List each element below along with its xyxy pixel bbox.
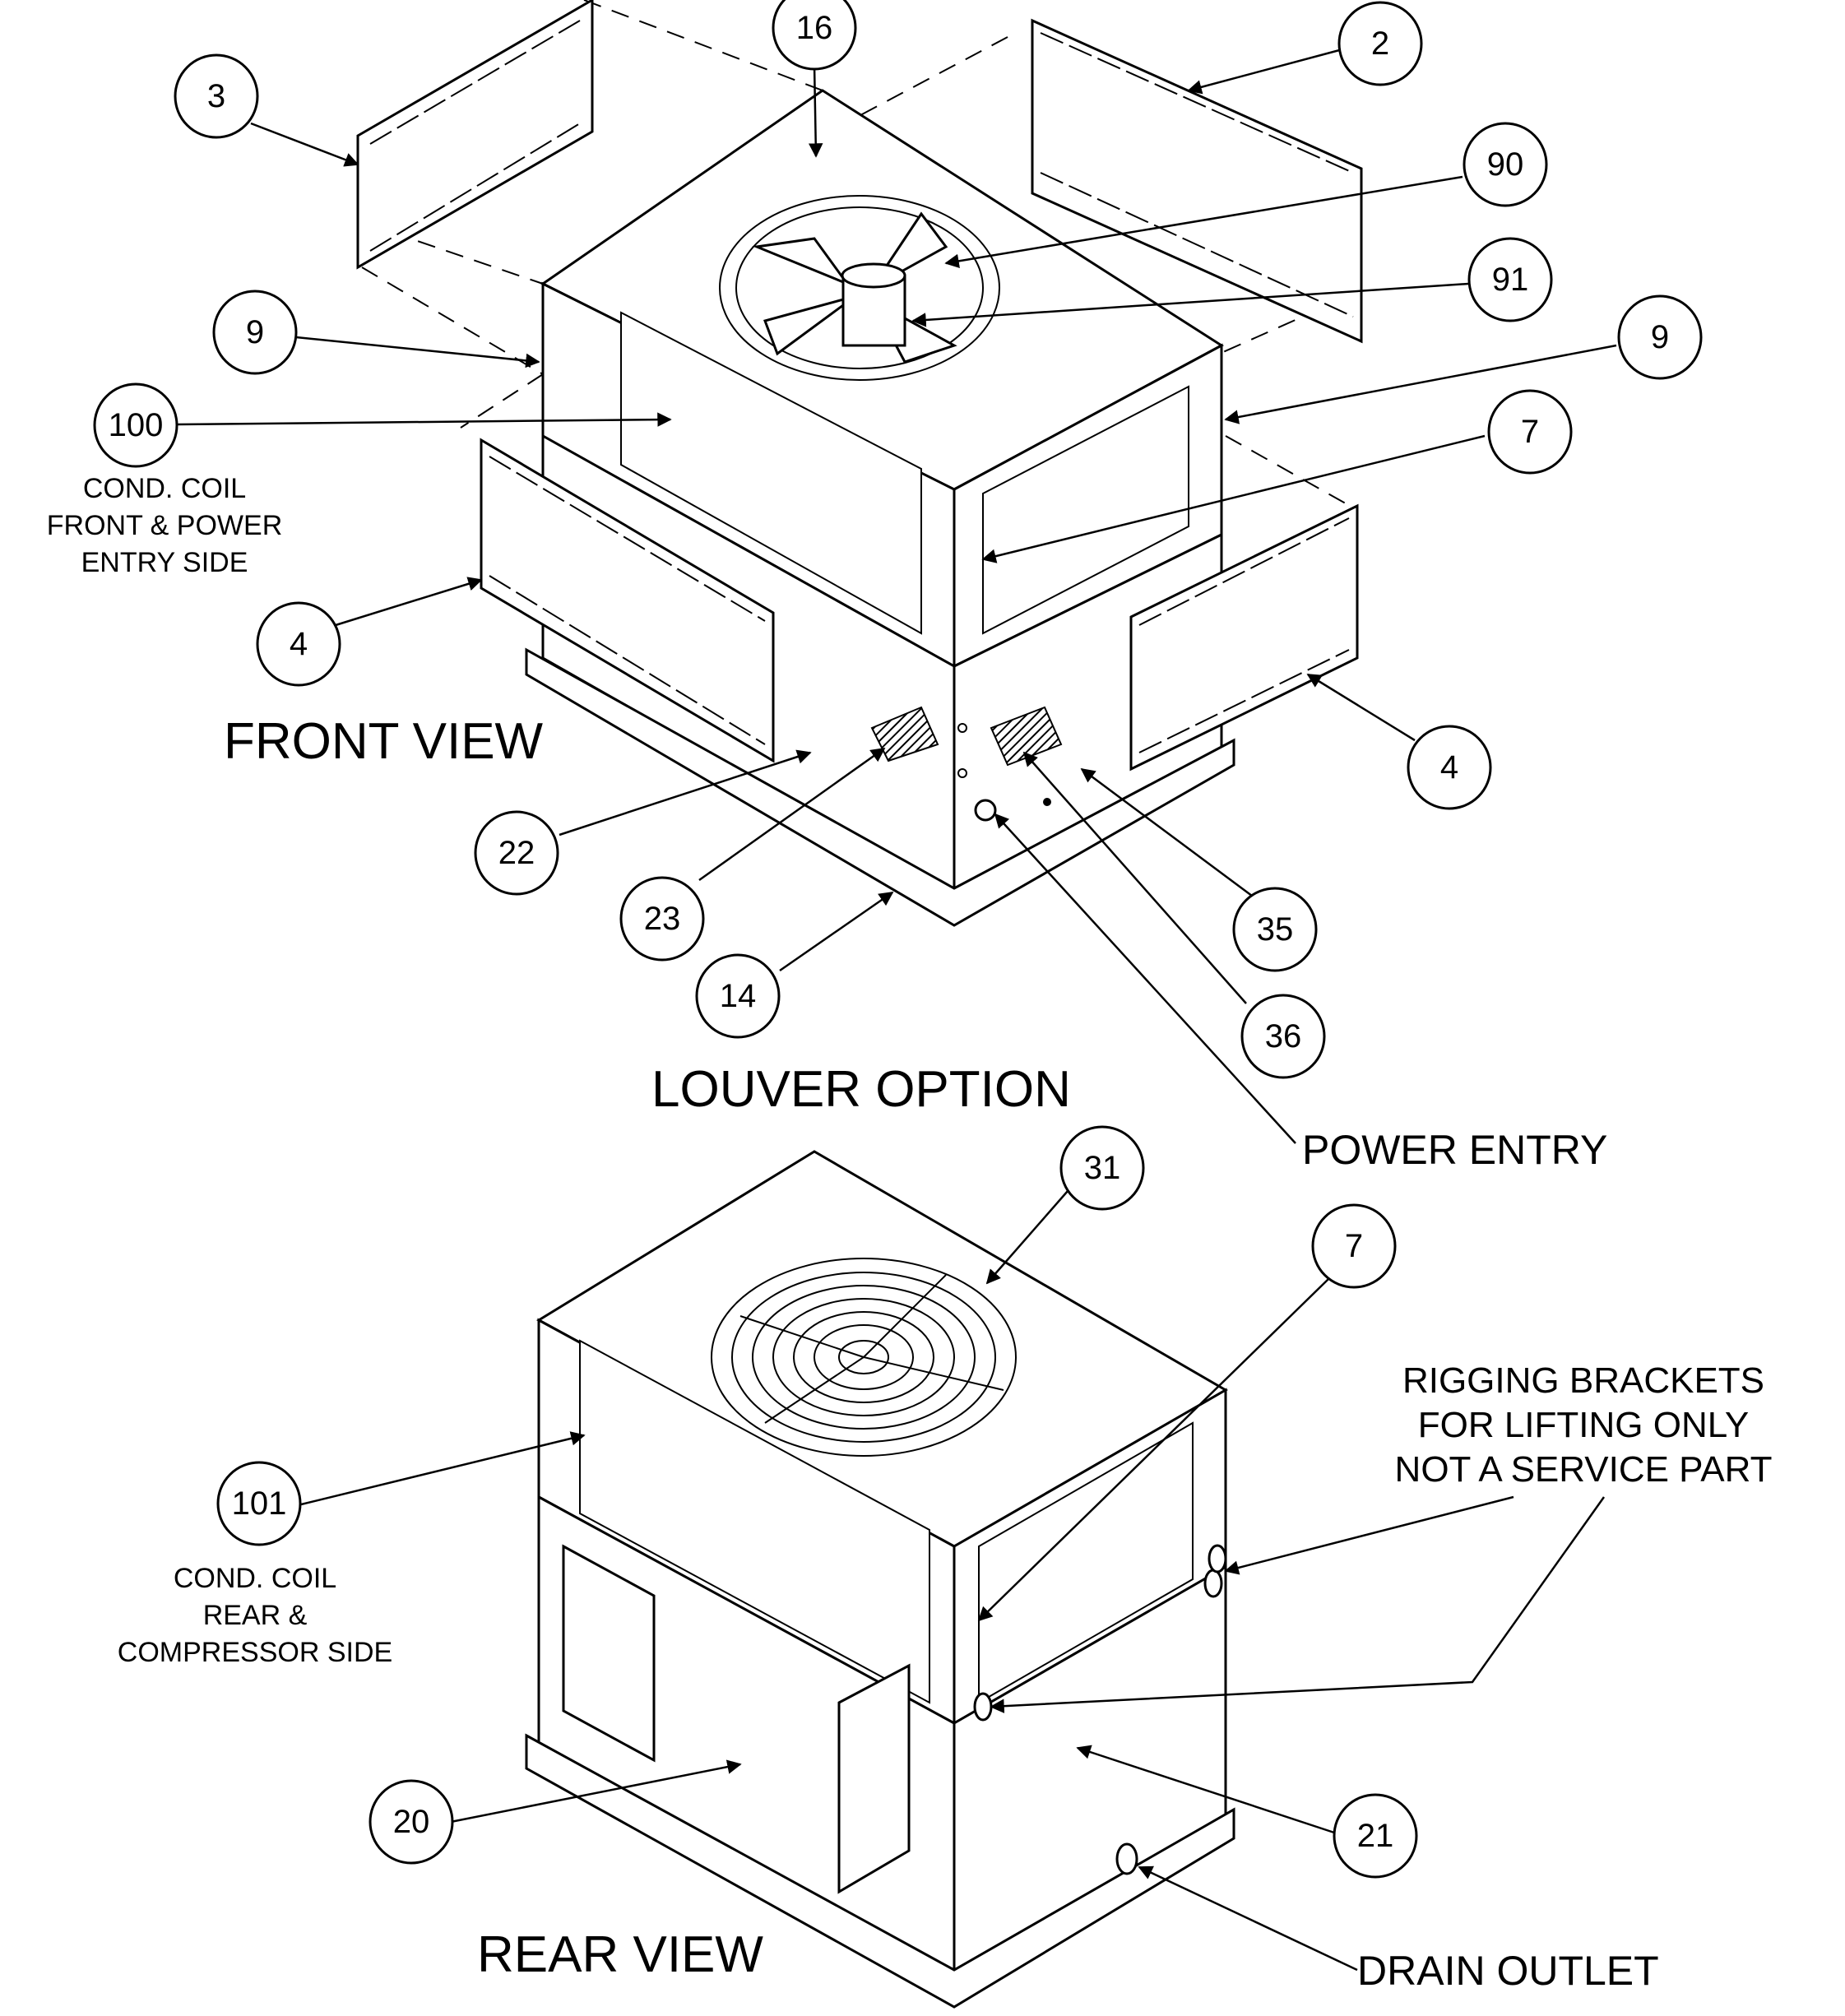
coil-fins-front: [620, 311, 922, 635]
rear-view-title: REAR VIEW: [477, 1926, 763, 1983]
svg-text:9: 9: [246, 314, 264, 350]
svg-text:FRONT & POWER: FRONT & POWER: [47, 510, 283, 541]
svg-text:4: 4: [1440, 749, 1458, 786]
svg-text:20: 20: [393, 1804, 430, 1840]
rigging-bracket: [1203, 1569, 1223, 1598]
panel-4-left: [480, 438, 775, 763]
svg-text:2: 2: [1371, 25, 1389, 62]
svg-text:31: 31: [1084, 1150, 1121, 1186]
svg-text:22: 22: [498, 835, 535, 871]
callout-3: 3: [174, 53, 259, 139]
svg-text:7: 7: [1521, 414, 1539, 450]
rear-coil-fins: [579, 1339, 930, 1704]
cond-coil-front-note: COND. COIL FRONT & POWER ENTRY SIDE: [47, 473, 283, 578]
front-view-title: FRONT VIEW: [224, 713, 544, 770]
fan-motor: [841, 262, 906, 347]
panel-3: [356, 0, 594, 270]
callout-100: 100: [93, 382, 178, 468]
callout-2: 2: [1337, 1, 1423, 86]
svg-text:REAR &: REAR &: [203, 1600, 308, 1631]
svg-text:RIGGING BRACKETS: RIGGING BRACKETS: [1402, 1360, 1764, 1401]
callout-4-right: 4: [1407, 725, 1492, 810]
coil-fins-side: [982, 385, 1189, 635]
base-rail: [525, 647, 1235, 927]
svg-text:7: 7: [1345, 1228, 1363, 1264]
svg-text:36: 36: [1265, 1018, 1302, 1054]
drain-outlet-label: DRAIN OUTLET: [1357, 1948, 1659, 1994]
svg-text:3: 3: [207, 78, 225, 114]
leader-lines: [176, 48, 1617, 1972]
svg-text:NOT A SERVICE PART: NOT A SERVICE PART: [1395, 1449, 1773, 1490]
callout-7-rear: 7: [1311, 1203, 1397, 1289]
callout-21: 21: [1333, 1793, 1418, 1879]
callout-16: 16: [772, 0, 857, 71]
callout-101: 101: [216, 1461, 302, 1546]
panel-4-right: [1129, 503, 1359, 772]
svg-text:14: 14: [720, 978, 757, 1014]
louver-36: [990, 706, 1063, 767]
power-entry-label: POWER ENTRY: [1302, 1127, 1607, 1173]
rear-side-coil-fins: [978, 1421, 1194, 1704]
svg-text:100: 100: [109, 407, 164, 443]
callout-35: 35: [1232, 887, 1318, 972]
svg-text:16: 16: [796, 10, 833, 46]
callout-20: 20: [369, 1779, 454, 1865]
svg-text:21: 21: [1357, 1818, 1394, 1854]
svg-text:ENTRY SIDE: ENTRY SIDE: [81, 547, 248, 578]
svg-text:35: 35: [1257, 911, 1294, 948]
svg-text:COMPRESSOR SIDE: COMPRESSOR SIDE: [118, 1637, 392, 1668]
callout-14: 14: [695, 953, 781, 1039]
fan-orifice: [719, 195, 1000, 381]
panel-2: [1031, 18, 1363, 344]
svg-text:FOR LIFTING ONLY: FOR LIFTING ONLY: [1418, 1405, 1750, 1445]
rear-view-unit: [525, 1150, 1235, 2009]
callout-91: 91: [1467, 237, 1553, 322]
callout-90: 90: [1463, 122, 1548, 207]
drain-outlet-fitting: [1115, 1842, 1138, 1875]
svg-text:101: 101: [232, 1485, 287, 1522]
callout-7-front: 7: [1487, 389, 1573, 475]
callout-4-left: 4: [256, 601, 341, 687]
callout-22: 22: [474, 810, 559, 896]
rear-base-rail: [525, 1733, 1235, 2009]
front-view-unit: [361, 0, 1358, 927]
svg-text:4: 4: [290, 626, 308, 662]
callout-36: 36: [1240, 994, 1326, 1079]
callout-31: 31: [1059, 1125, 1145, 1211]
louver-option-title: LOUVER OPTION: [651, 1061, 1071, 1118]
svg-text:91: 91: [1492, 262, 1529, 298]
svg-text:23: 23: [644, 901, 681, 937]
cond-coil-rear-note: COND. COIL REAR & COMPRESSOR SIDE: [118, 1563, 392, 1668]
power-entry-fitting: [974, 799, 997, 822]
svg-text:COND. COIL: COND. COIL: [83, 473, 246, 504]
fan-grille: [711, 1258, 1017, 1457]
svg-text:90: 90: [1487, 146, 1524, 183]
callout-9-left: 9: [212, 290, 298, 375]
svg-text:COND. COIL: COND. COIL: [174, 1563, 336, 1594]
callout-9-right: 9: [1617, 294, 1703, 380]
callout-23: 23: [619, 876, 705, 962]
rigging-brackets-note: RIGGING BRACKETS FOR LIFTING ONLY NOT A …: [1395, 1360, 1773, 1490]
svg-text:9: 9: [1651, 319, 1669, 355]
